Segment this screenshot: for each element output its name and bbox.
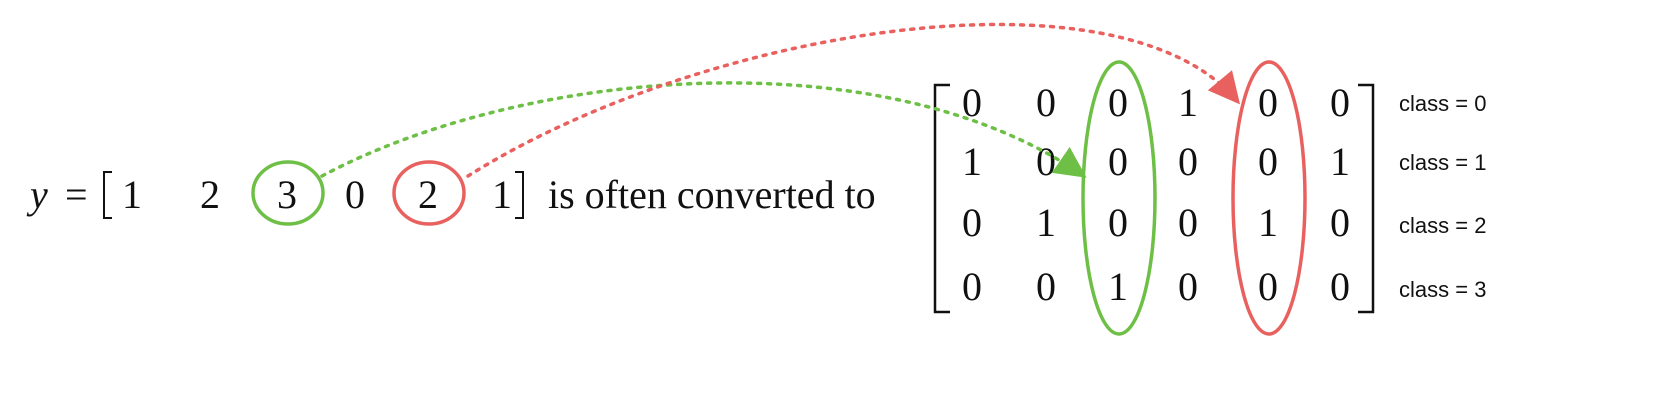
vector-left-bracket: [103, 171, 112, 219]
matrix-left-bracket: [933, 83, 950, 314]
class-label: class = 0: [1399, 91, 1486, 116]
vector-entry: 3: [277, 172, 297, 217]
green-highlight-circle: [251, 160, 325, 226]
matrix-cell: 0: [962, 264, 982, 309]
vector-entry: 1: [492, 172, 512, 217]
matrix-cell: 0: [1036, 80, 1056, 125]
class-label: class = 3: [1399, 277, 1486, 302]
vector-entry: 2: [200, 172, 220, 217]
vector-entry: 1: [122, 172, 142, 217]
variable-y: y: [26, 172, 48, 217]
matrix-cell: 0: [962, 80, 982, 125]
matrix-cell: 1: [1178, 80, 1198, 125]
matrix-cell: 0: [1258, 139, 1278, 184]
equals-sign: =: [65, 172, 88, 217]
matrix-cell: 0: [1330, 264, 1350, 309]
class-label: class = 2: [1399, 213, 1486, 238]
matrix-cell: 0: [1258, 264, 1278, 309]
matrix-cell: 0: [1258, 80, 1278, 125]
matrix-cell: 0: [1330, 200, 1350, 245]
red-dotted-arrow: [466, 22, 1241, 178]
connector-text: is often converted to: [548, 172, 876, 217]
matrix-cell: 1: [1330, 139, 1350, 184]
vector-entry: 2: [418, 172, 438, 217]
matrix-cell: 0: [1036, 264, 1056, 309]
green-dotted-arrow: [320, 81, 1087, 178]
matrix-cell: 1: [1258, 200, 1278, 245]
matrix-cell: 0: [1330, 80, 1350, 125]
matrix-right-bracket: [1358, 83, 1375, 314]
matrix-cell: 0: [1036, 139, 1056, 184]
matrix-cell: 0: [1108, 200, 1128, 245]
matrix-cell: 0: [1108, 139, 1128, 184]
one-hot-matrix: 0 0 0 1 0 0 1 0 0 0 0 1 0 1 0 0 1 0 0 0 …: [962, 80, 1350, 309]
class-label: class = 1: [1399, 150, 1486, 175]
green-column-highlight: [1081, 60, 1157, 336]
matrix-cell: 0: [1178, 139, 1198, 184]
matrix-cell: 1: [962, 139, 982, 184]
matrix-cell: 0: [1178, 200, 1198, 245]
red-column-highlight: [1231, 60, 1307, 336]
red-highlight-circle: [392, 160, 466, 226]
matrix-cell: 0: [962, 200, 982, 245]
matrix-cell: 1: [1108, 264, 1128, 309]
class-labels: class = 0 class = 1 class = 2 class = 3: [1399, 91, 1486, 302]
matrix-cell: 0: [1108, 80, 1128, 125]
vector-entry: 0: [345, 172, 365, 217]
label-vector: 1 2 3 0 2 1: [122, 172, 512, 217]
matrix-cell: 1: [1036, 200, 1056, 245]
matrix-cell: 0: [1178, 264, 1198, 309]
vector-right-bracket: [515, 171, 524, 219]
